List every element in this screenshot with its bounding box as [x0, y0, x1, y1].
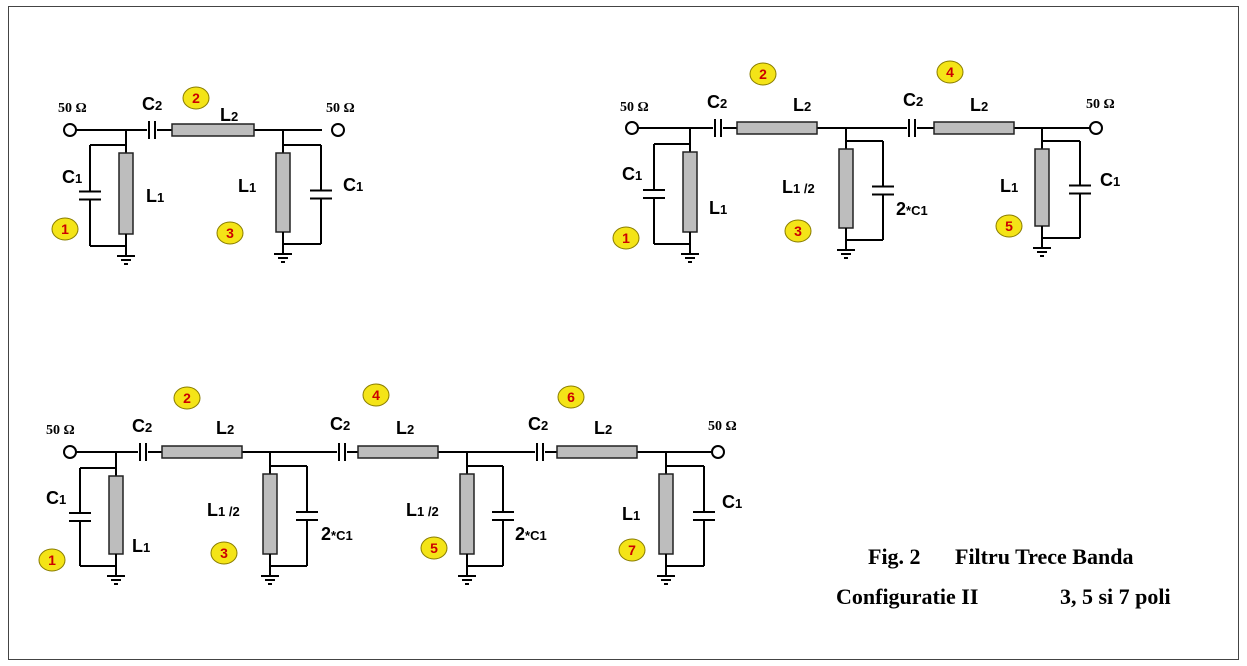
- c7-badge-7-number: 7: [628, 542, 636, 558]
- c7-badge-1-number: 1: [48, 552, 56, 568]
- c7-c2b-gap: [337, 442, 347, 462]
- c3-badge-1-circle: [51, 217, 79, 241]
- c7-c2b-label: C2: [330, 414, 350, 434]
- c7-t7-l1-label: L1: [622, 504, 640, 524]
- c7-t5-l1half-label: L1 /2: [406, 500, 439, 520]
- c7-badge-1-circle: [38, 548, 66, 572]
- c7-badge-4-number: 4: [372, 387, 380, 403]
- c3-l2: [171, 123, 255, 137]
- c5-l2b-label: L2: [970, 95, 988, 115]
- c7-badge-6-number: 6: [567, 389, 575, 405]
- c7-tank1-inductor: [108, 475, 124, 555]
- c3-term-in: [63, 123, 77, 137]
- c5-badge-2-number: 2: [759, 66, 767, 82]
- c5-term-out: [1089, 121, 1103, 135]
- c5-ohm-in: 50 Ω: [620, 100, 649, 115]
- c7-ohm-in: 50 Ω: [46, 423, 75, 438]
- c7-c2c-label: C2: [528, 414, 548, 434]
- c3-tank3-inductor: [275, 152, 291, 233]
- c5-c2a-label: C2: [707, 92, 727, 112]
- c3-badge-3-number: 3: [226, 225, 234, 241]
- c5-t1-l1-label: L1: [709, 198, 727, 218]
- c3-tank1-inductor: [118, 152, 134, 235]
- c5-tank3-inductor: [838, 148, 854, 229]
- figure-frame: [8, 6, 1239, 660]
- c3-t3-c1-label: C1: [343, 175, 363, 195]
- c3-l2-label: L2: [220, 105, 238, 125]
- c3-t1-l1-label: L1: [146, 186, 164, 206]
- c5-badge-1-circle: [612, 226, 640, 250]
- c3-t3-l1-label: L1: [238, 176, 256, 196]
- c5-c2b-gap: [907, 118, 917, 138]
- c3-ohm-out: 50 Ω: [326, 101, 355, 116]
- c5-term-in: [625, 121, 639, 135]
- c3-badge-1-number: 1: [61, 221, 69, 237]
- c5-t5-l1-label: L1: [1000, 176, 1018, 196]
- c5-badge-4-circle: [936, 60, 964, 84]
- caption-title: Filtru Trece Banda: [955, 544, 1134, 569]
- c7-l2c: [556, 445, 638, 459]
- c7-t7-c1-label: C1: [722, 492, 742, 512]
- c3-term-out: [331, 123, 345, 137]
- c3-ohm-in: 50 Ω: [58, 101, 87, 116]
- c7-t1-c1-label: C1: [46, 488, 66, 508]
- caption-poles: 3, 5 si 7 poli: [1060, 584, 1171, 609]
- c7-badge-3-circle: [210, 541, 238, 565]
- c5-l2a-label: L2: [793, 95, 811, 115]
- c7-tank5-inductor: [459, 473, 475, 555]
- c5-t3-2c1-label: 2*C1: [896, 199, 928, 219]
- c7-t3-2c1-label: 2*C1: [321, 524, 353, 544]
- c5-l2b: [933, 121, 1015, 135]
- c5-badge-2-circle: [749, 62, 777, 86]
- c5-c2b-label: C2: [903, 90, 923, 110]
- c3-c2-label: C2: [142, 94, 162, 114]
- c5-c2a-gap: [713, 118, 723, 138]
- c5-badge-5-number: 5: [1005, 218, 1013, 234]
- c5-tank1-inductor: [682, 151, 698, 233]
- c5-t3-l1half-label: L1 /2: [782, 177, 815, 197]
- c5-tank5-inductor: [1034, 148, 1050, 227]
- c7-badge-2-circle: [173, 386, 201, 410]
- c7-badge-5-circle: [420, 536, 448, 560]
- c3-c2-gap: [147, 120, 157, 140]
- c7-t1-l1-label: L1: [132, 536, 150, 556]
- c7-c2a-label: C2: [132, 416, 152, 436]
- c7-c2c-gap: [535, 442, 545, 462]
- c7-term-in: [63, 445, 77, 459]
- c7-badge-5-number: 5: [430, 540, 438, 556]
- c7-l2a: [161, 445, 243, 459]
- c5-badge-4-number: 4: [946, 64, 954, 80]
- c5-l2a: [736, 121, 818, 135]
- c7-l2b: [357, 445, 439, 459]
- c7-t3-l1half-label: L1 /2: [207, 500, 240, 520]
- c5-t1-c1-label: C1: [622, 164, 642, 184]
- c7-badge-4-circle: [362, 383, 390, 407]
- c5-ohm-out: 50 Ω: [1086, 97, 1115, 112]
- c3-badge-3-circle: [216, 221, 244, 245]
- c7-tank7-inductor: [658, 473, 674, 555]
- c3-t1-c1-label: C1: [62, 167, 82, 187]
- c5-badge-3-circle: [784, 219, 812, 243]
- c7-term-out: [711, 445, 725, 459]
- c7-t5-2c1-label: 2*C1: [515, 524, 547, 544]
- c7-tank3-inductor: [262, 473, 278, 555]
- c7-badge-7-circle: [618, 538, 646, 562]
- c7-l2c-label: L2: [594, 418, 612, 438]
- c5-t5-c1-label: C1: [1100, 170, 1120, 190]
- caption-config: Configuratie II: [836, 584, 979, 609]
- c7-l2a-label: L2: [216, 418, 234, 438]
- c5-badge-1-number: 1: [622, 230, 630, 246]
- c5-badge-3-number: 3: [794, 223, 802, 239]
- c7-badge-6-circle: [557, 385, 585, 409]
- caption-fig-label: Fig. 2: [868, 544, 921, 569]
- c7-ohm-out: 50 Ω: [708, 419, 737, 434]
- c5-badge-5-circle: [995, 214, 1023, 238]
- c7-c2a-gap: [138, 442, 148, 462]
- c7-l2b-label: L2: [396, 418, 414, 438]
- c7-badge-3-number: 3: [220, 545, 228, 561]
- c7-badge-2-number: 2: [183, 390, 191, 406]
- c3-badge-2-number: 2: [192, 90, 200, 106]
- c3-badge-2-circle: [182, 86, 210, 110]
